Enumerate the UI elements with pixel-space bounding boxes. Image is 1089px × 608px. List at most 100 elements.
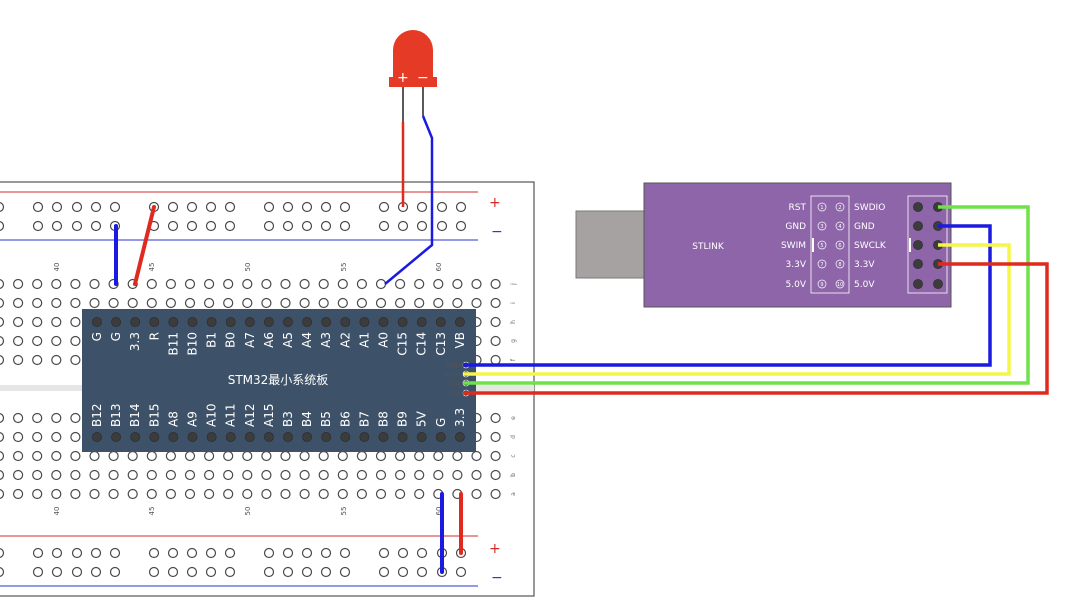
terminal-hole[interactable] [356, 278, 367, 290]
terminal-hole[interactable] [337, 278, 348, 290]
rail-hole[interactable] [205, 220, 217, 232]
terminal-hole[interactable] [13, 450, 24, 462]
rail-hole[interactable] [320, 547, 332, 559]
terminal-hole[interactable] [13, 431, 24, 443]
rail-hole[interactable] [167, 566, 179, 578]
rail-hole[interactable] [263, 547, 275, 559]
rail-hole[interactable] [71, 566, 83, 578]
terminal-hole[interactable] [223, 297, 234, 309]
rail-hole[interactable] [455, 201, 467, 213]
terminal-hole[interactable] [89, 469, 100, 481]
terminal-hole[interactable] [127, 297, 138, 309]
terminal-hole[interactable] [32, 297, 43, 309]
terminal-hole[interactable] [356, 297, 367, 309]
terminal-hole[interactable] [108, 297, 119, 309]
terminal-hole[interactable] [89, 488, 100, 500]
terminal-hole[interactable] [146, 488, 157, 500]
terminal-hole[interactable] [280, 278, 291, 290]
rail-hole[interactable] [301, 201, 313, 213]
terminal-hole[interactable] [414, 278, 425, 290]
terminal-hole[interactable] [375, 450, 387, 462]
terminal-hole[interactable] [414, 450, 425, 462]
terminal-hole[interactable] [242, 450, 253, 462]
rail-hole[interactable] [301, 566, 313, 578]
rail-hole[interactable] [32, 220, 44, 232]
rail-hole[interactable] [320, 201, 332, 213]
rail-hole[interactable] [320, 220, 332, 232]
terminal-hole[interactable] [13, 297, 24, 309]
rail-hole[interactable] [301, 220, 313, 232]
terminal-hole[interactable] [433, 297, 444, 309]
terminal-hole[interactable] [32, 412, 43, 424]
rail-hole[interactable] [301, 547, 313, 559]
terminal-hole[interactable] [70, 354, 81, 366]
terminal-hole[interactable] [280, 297, 291, 309]
rail-hole[interactable] [0, 202, 5, 212]
rail-hole[interactable] [205, 547, 217, 559]
terminal-hole[interactable] [127, 450, 138, 462]
terminal-hole[interactable] [356, 469, 367, 481]
rail-hole[interactable] [416, 220, 428, 232]
rail-hole[interactable] [186, 547, 198, 559]
terminal-hole[interactable] [433, 450, 444, 462]
terminal-hole[interactable] [51, 488, 62, 500]
terminal-hole[interactable] [375, 278, 387, 290]
terminal-hole[interactable] [452, 297, 463, 309]
rail-hole[interactable] [224, 566, 236, 578]
terminal-hole[interactable] [471, 297, 482, 309]
rail-hole[interactable] [51, 566, 63, 578]
terminal-hole[interactable] [108, 450, 119, 462]
rail-hole[interactable] [378, 220, 390, 232]
terminal-hole[interactable] [13, 412, 24, 424]
rail-hole[interactable] [32, 201, 44, 213]
rail-hole[interactable] [416, 566, 428, 578]
terminal-hole[interactable] [70, 412, 81, 424]
terminal-hole[interactable] [356, 450, 367, 462]
terminal-hole[interactable] [184, 297, 196, 309]
terminal-hole[interactable] [204, 450, 215, 462]
rail-hole[interactable] [263, 201, 275, 213]
terminal-hole[interactable] [70, 450, 81, 462]
terminal-hole[interactable] [395, 488, 406, 500]
rail-hole[interactable] [378, 547, 390, 559]
terminal-hole[interactable] [375, 488, 387, 500]
terminal-hole[interactable] [337, 469, 348, 481]
rail-hole[interactable] [282, 547, 294, 559]
terminal-hole[interactable] [32, 488, 43, 500]
terminal-hole[interactable] [0, 279, 5, 289]
rail-hole[interactable] [455, 220, 467, 232]
terminal-hole[interactable] [70, 469, 81, 481]
terminal-hole[interactable] [0, 470, 5, 480]
rail-hole[interactable] [51, 201, 63, 213]
terminal-hole[interactable] [375, 469, 387, 481]
terminal-hole[interactable] [89, 278, 100, 290]
terminal-hole[interactable] [318, 297, 329, 309]
terminal-hole[interactable] [165, 278, 176, 290]
terminal-hole[interactable] [414, 488, 425, 500]
rail-hole[interactable] [339, 566, 351, 578]
terminal-hole[interactable] [89, 450, 100, 462]
terminal-hole[interactable] [299, 488, 310, 500]
terminal-hole[interactable] [242, 297, 253, 309]
terminal-hole[interactable] [318, 469, 329, 481]
terminal-hole[interactable] [299, 297, 310, 309]
terminal-hole[interactable] [51, 431, 62, 443]
terminal-hole[interactable] [395, 469, 406, 481]
rail-hole[interactable] [0, 548, 5, 558]
rail-hole[interactable] [397, 566, 409, 578]
terminal-hole[interactable] [490, 316, 501, 328]
rail-hole[interactable] [339, 547, 351, 559]
terminal-hole[interactable] [204, 469, 215, 481]
rail-hole[interactable] [282, 566, 294, 578]
terminal-hole[interactable] [108, 469, 119, 481]
terminal-hole[interactable] [70, 297, 81, 309]
rail-hole[interactable] [109, 201, 121, 213]
terminal-hole[interactable] [108, 488, 119, 500]
terminal-hole[interactable] [471, 278, 482, 290]
terminal-hole[interactable] [452, 469, 463, 481]
terminal-hole[interactable] [0, 298, 5, 308]
terminal-hole[interactable] [70, 316, 81, 328]
terminal-hole[interactable] [471, 469, 482, 481]
terminal-hole[interactable] [146, 469, 157, 481]
terminal-hole[interactable] [375, 297, 387, 309]
